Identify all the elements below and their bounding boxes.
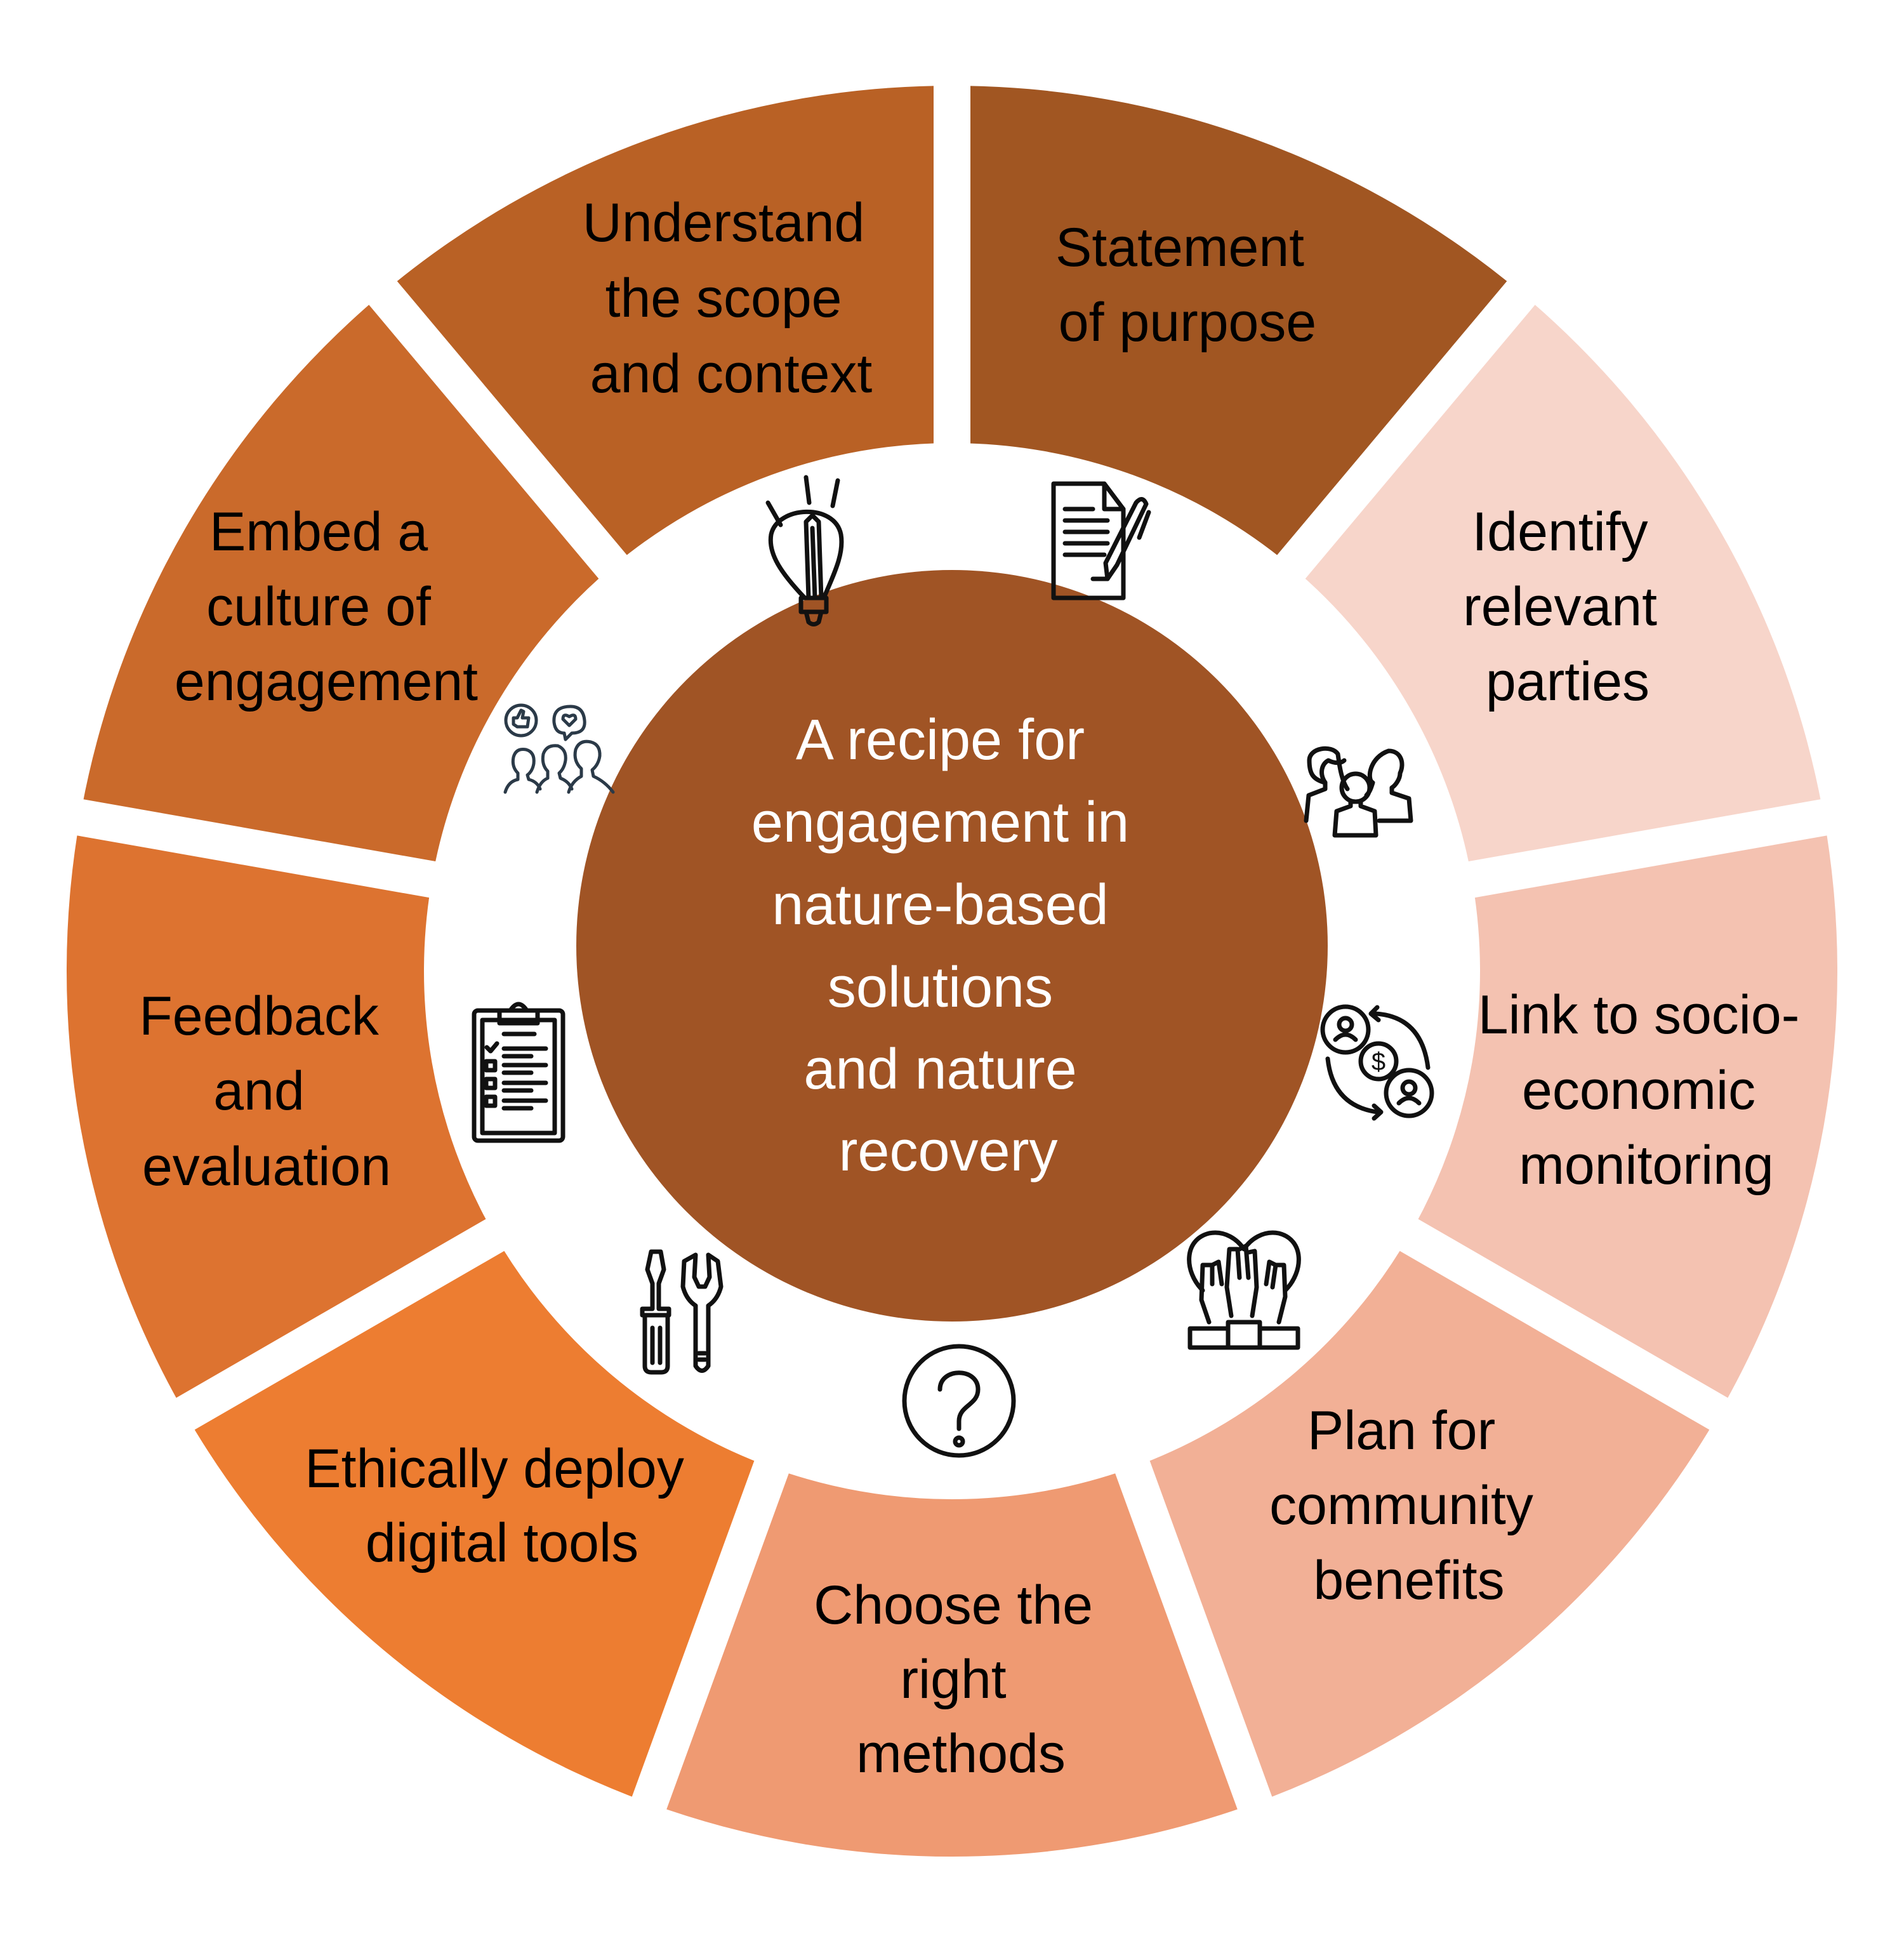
segment-statement xyxy=(1291,293,1824,880)
segment-label-line: culture of xyxy=(206,576,432,637)
segment-label-line: Understand xyxy=(583,192,865,253)
segment-label-line: economic xyxy=(1522,1060,1755,1121)
social-feedback-icon xyxy=(503,703,615,794)
segment-label-feedback: Feedback and evaluation xyxy=(139,986,394,1197)
segment-label-line: Statement xyxy=(1055,217,1304,278)
center-title-text: A recipe for engagement in nature-based … xyxy=(751,708,1145,1183)
segment-label-line: monitoring xyxy=(1519,1135,1774,1196)
segment-plan xyxy=(649,1467,1255,1857)
segment-label-line: digital tools xyxy=(366,1513,638,1574)
center-title: A recipe for engagement in nature-based … xyxy=(751,708,1145,1183)
segment-label-line: Feedback xyxy=(139,986,380,1047)
center-title-line: and nature xyxy=(803,1038,1076,1101)
segment-label-line: Link to socio- xyxy=(1478,984,1800,1045)
segment-gap xyxy=(51,795,461,903)
segment-gap xyxy=(1106,1437,1281,1834)
segment-feedback xyxy=(80,293,613,880)
segment-gap xyxy=(623,1437,798,1834)
segment-label-line: of purpose xyxy=(1059,292,1316,353)
segment-label-line: the scope xyxy=(605,268,842,329)
segment-label-line: evaluation xyxy=(142,1136,391,1197)
segment-label-line: and context xyxy=(590,343,873,404)
segment-label-line: Choose the xyxy=(814,1575,1093,1636)
center-title-line: solutions xyxy=(828,956,1053,1019)
segment-label-statement: Statement of purpose xyxy=(1055,217,1319,353)
segment-label-line: Plan for xyxy=(1307,1400,1495,1461)
segment-label-line: community xyxy=(1269,1475,1533,1536)
segment-labels: Understand the scope and context Stateme… xyxy=(139,192,1815,1784)
segment-label-choose: Choose the right methods xyxy=(814,1575,1108,1784)
document-pen-icon xyxy=(1051,481,1151,600)
segment-gap xyxy=(154,1206,526,1443)
segment-label-line: Identify xyxy=(1472,501,1648,562)
clipboard-checklist-icon xyxy=(472,1002,565,1143)
question-mark-icon xyxy=(902,1344,1016,1458)
segment-gap xyxy=(352,262,644,598)
segment-choose xyxy=(185,1235,772,1803)
people-group-icon xyxy=(1304,746,1413,838)
tools-icon xyxy=(640,1249,724,1375)
segment-label-understand: Understand the scope and context xyxy=(583,192,880,404)
center-circle xyxy=(576,570,1328,1322)
segment-label-plan: Plan for community benefits xyxy=(1269,1400,1549,1611)
center-title-line: recovery xyxy=(838,1120,1057,1183)
segment-label-line: benefits xyxy=(1313,1550,1504,1611)
lightbulb-pencil-icon xyxy=(765,475,844,626)
segment-label-ethically: Ethically deploy digital tools xyxy=(305,1438,699,1574)
money-exchange-icon: $ xyxy=(1320,1004,1434,1121)
segment-label-line: relevant xyxy=(1463,576,1657,637)
segment-label-embed: Embed a culture of engagement xyxy=(175,501,478,712)
segment-link xyxy=(1132,1235,1719,1803)
segment-label-line: methods xyxy=(856,1723,1066,1784)
segment-ethically xyxy=(66,817,495,1414)
segment-label-line: Embed a xyxy=(209,501,428,562)
center-title-line: engagement in xyxy=(751,791,1129,854)
segment-gaps xyxy=(51,60,1853,1834)
segment-label-line: parties xyxy=(1486,651,1649,712)
segment-label-line: Ethically deploy xyxy=(305,1438,684,1499)
center-title-line: nature-based xyxy=(772,873,1108,937)
center-title-line: A recipe for xyxy=(796,708,1085,772)
segment-gap xyxy=(1443,795,1853,903)
segment-label-line: engagement xyxy=(175,651,478,712)
segment-label-line: and xyxy=(213,1061,305,1122)
segment-identify xyxy=(1409,817,1837,1414)
segment-label-line: right xyxy=(900,1649,1006,1710)
svg-text:$: $ xyxy=(1372,1048,1385,1076)
heart-hands-icon xyxy=(1187,1230,1301,1350)
segment-gap xyxy=(1260,262,1552,598)
segment-label-identify: Identify relevant parties xyxy=(1463,501,1672,712)
segment-gap xyxy=(1378,1206,1750,1443)
segment-label-link: Link to socio- economic monitoring xyxy=(1478,984,1815,1196)
